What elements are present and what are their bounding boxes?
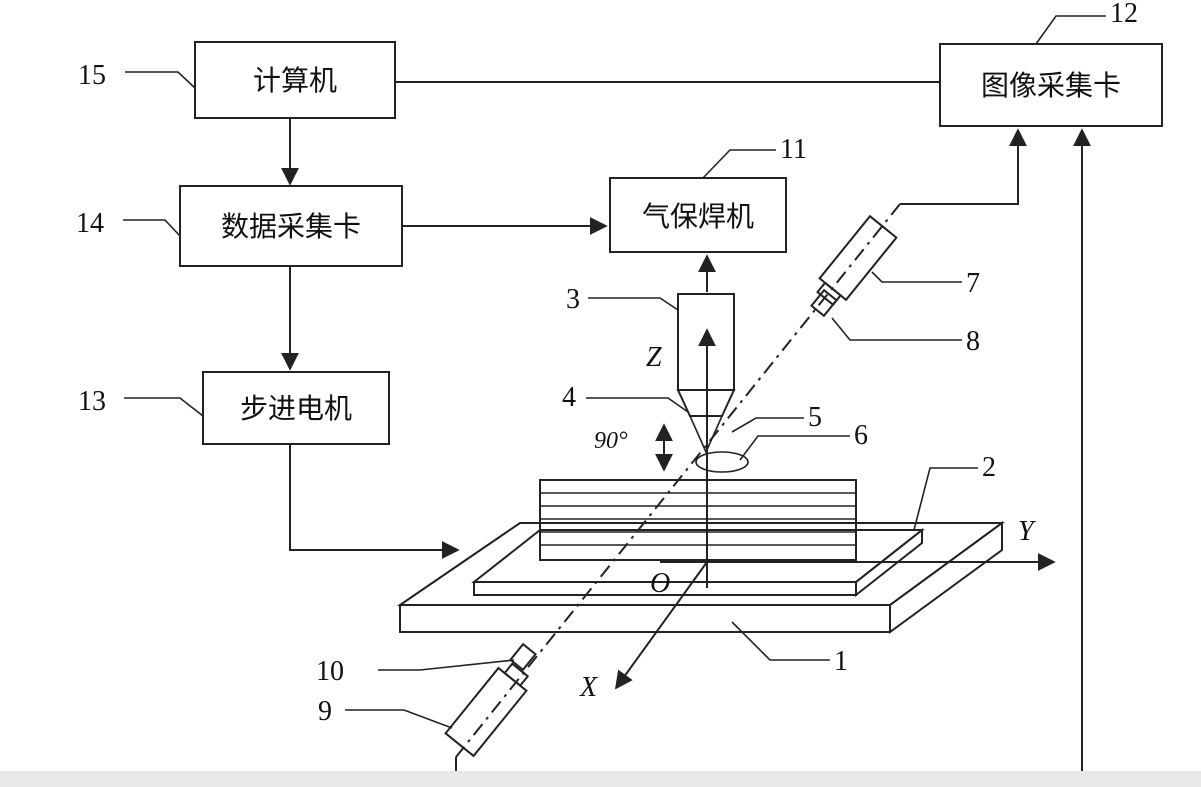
callout-11: 11	[780, 134, 807, 165]
leader-1	[731, 621, 830, 661]
leader-9	[345, 709, 453, 729]
callout-2: 2	[982, 452, 996, 483]
z-axis-label: Z	[646, 342, 662, 373]
x-axis	[614, 561, 708, 690]
stepper-motor-box: 步进电机	[202, 371, 390, 445]
leader-6	[739, 435, 850, 461]
camera-bottom	[444, 662, 530, 758]
callout-12: 12	[1110, 0, 1138, 29]
leader-4	[586, 397, 689, 413]
leader-13	[124, 397, 204, 417]
callout-9: 9	[318, 696, 332, 727]
leader-12	[1035, 15, 1106, 45]
camera7-to-image-card-arrow	[900, 128, 1027, 205]
callout-8: 8	[966, 326, 980, 357]
camera-top	[816, 214, 898, 307]
angle-label: 90°	[594, 428, 628, 454]
leader-11	[702, 149, 776, 179]
daq-card-label: 数据采集卡	[221, 210, 361, 243]
x-axis-label: X	[579, 672, 598, 703]
welder-box: 气保焊机	[609, 177, 787, 253]
molten-pool	[695, 451, 749, 473]
daq-card-box: 数据采集卡	[179, 185, 403, 267]
computer-box: 计算机	[194, 41, 396, 119]
welder-label: 气保焊机	[642, 200, 754, 233]
base-plate	[396, 521, 1006, 634]
leader-2	[913, 467, 978, 531]
callout-4: 4	[562, 382, 576, 413]
leader-7	[871, 271, 962, 283]
callout-14: 14	[76, 208, 104, 239]
leader-15	[125, 71, 196, 89]
leader-3	[588, 297, 679, 311]
motor-to-platform-arrow	[289, 444, 460, 559]
substrate	[471, 527, 925, 598]
callout-1: 1	[834, 646, 848, 677]
leader-8	[831, 317, 962, 341]
footer-strip	[0, 771, 1201, 787]
origin-label: O	[650, 568, 670, 599]
leader-5	[731, 417, 804, 433]
image-card-box: 图像采集卡	[939, 43, 1163, 127]
y-axis-label: Y	[1018, 516, 1037, 547]
filter-top	[810, 288, 838, 318]
callout-6: 6	[854, 420, 868, 451]
stepper-motor-label: 步进电机	[240, 392, 352, 425]
leader-14	[123, 219, 181, 237]
callout-15: 15	[78, 60, 106, 91]
callout-3: 3	[566, 284, 580, 315]
callout-10: 10	[316, 656, 344, 687]
deposited-layers	[539, 479, 857, 561]
filter-bottom	[509, 642, 537, 672]
leader-10	[378, 659, 515, 671]
callout-13: 13	[78, 386, 106, 417]
computer-label: 计算机	[253, 64, 337, 97]
callout-7: 7	[966, 268, 980, 299]
image-card-label: 图像采集卡	[981, 69, 1121, 102]
callout-5: 5	[808, 402, 822, 433]
camera-sightline	[455, 203, 901, 758]
